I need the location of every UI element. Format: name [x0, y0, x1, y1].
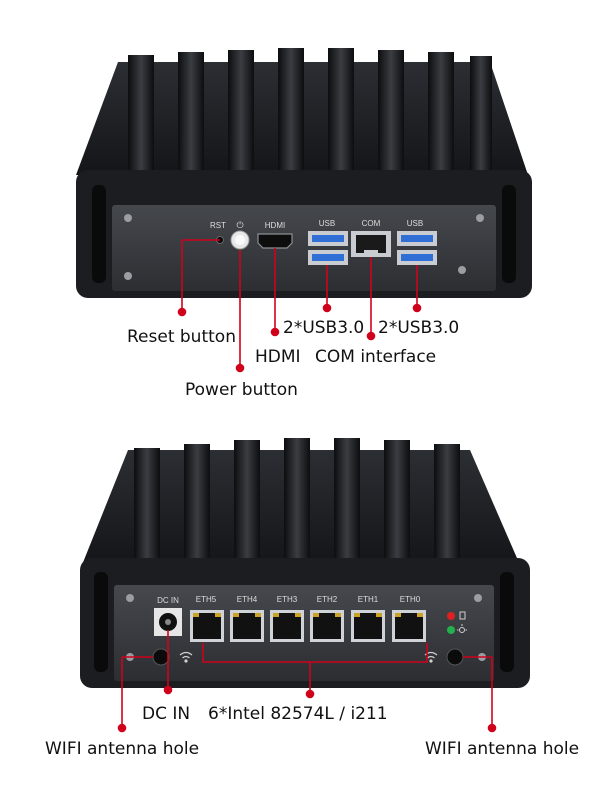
- ethernet-label: 6*Intel 82574L / i211: [208, 704, 388, 724]
- usb-right-label: 2*USB3.0: [378, 318, 460, 338]
- front-heatsink-fins: [128, 48, 492, 180]
- wifi-antenna-right-label: WIFI antenna hole: [425, 739, 580, 759]
- wifi-antenna-hole-right: [446, 648, 464, 666]
- rear-unit: DC IN ETH5 ETH4 ETH3 ETH2 ETH1 ETH0: [80, 438, 530, 733]
- reset-button-label: Reset button: [127, 327, 236, 347]
- status-led-red: [447, 612, 455, 620]
- eth2-port[interactable]: [310, 610, 344, 642]
- eth3-label: ETH3: [277, 595, 298, 604]
- hdmi-label: HDMI: [255, 347, 301, 367]
- screw-icon: [124, 272, 132, 280]
- usb-left-ports[interactable]: [308, 231, 348, 265]
- power-led-icon: [457, 624, 467, 633]
- eth5-label: ETH5: [196, 595, 217, 604]
- hdmi-port[interactable]: [257, 233, 293, 249]
- usb-right-ports[interactable]: [397, 231, 437, 265]
- status-led-green: [447, 626, 455, 634]
- dc-in-label: DC IN: [142, 704, 191, 724]
- ethernet-ports: ETH5 ETH4 ETH3 ETH2 ETH1 ETH0: [190, 595, 426, 642]
- com-port-label: COM: [362, 219, 381, 228]
- rear-heatsink-fins: [134, 438, 460, 572]
- eth5-port[interactable]: [190, 610, 224, 642]
- rst-port-label: RST: [210, 221, 226, 230]
- disk-icon: [459, 611, 466, 620]
- rear-callout-lines: [117, 630, 497, 733]
- screw-icon: [474, 594, 482, 602]
- power-symbol-label: ⏻: [236, 220, 243, 230]
- front-panel: [112, 205, 496, 291]
- usb-left-label: 2*USB3.0: [283, 318, 365, 338]
- eth4-port[interactable]: [230, 610, 264, 642]
- eth1-label: ETH1: [358, 595, 379, 604]
- usb-right-port-label: USB: [407, 219, 423, 228]
- eth1-port[interactable]: [351, 610, 385, 642]
- usb-left-port-label: USB: [319, 219, 335, 228]
- power-button-label: Power button: [185, 380, 298, 400]
- eth3-port[interactable]: [270, 610, 304, 642]
- screw-icon: [124, 214, 132, 222]
- screw-icon: [476, 214, 484, 222]
- wifi-icon: [179, 651, 193, 663]
- wifi-antenna-hole-left: [152, 648, 170, 666]
- wifi-icon: [424, 651, 438, 663]
- com-interface-label: COM interface: [315, 347, 437, 367]
- eth0-port[interactable]: [392, 610, 426, 642]
- screw-icon: [126, 594, 134, 602]
- hdmi-port-label: HDMI: [265, 221, 285, 230]
- eth4-label: ETH4: [237, 595, 258, 604]
- eth2-label: ETH2: [317, 595, 338, 604]
- screw-icon: [458, 266, 466, 274]
- front-callout-lines: [177, 239, 422, 373]
- front-unit: RST ⏻ HDMI USB COM USB: [76, 48, 532, 373]
- dc-in-port-label: DC IN: [157, 596, 179, 605]
- com-port[interactable]: [351, 231, 391, 257]
- wifi-antenna-left-label: WIFI antenna hole: [45, 739, 200, 759]
- eth0-label: ETH0: [400, 595, 421, 604]
